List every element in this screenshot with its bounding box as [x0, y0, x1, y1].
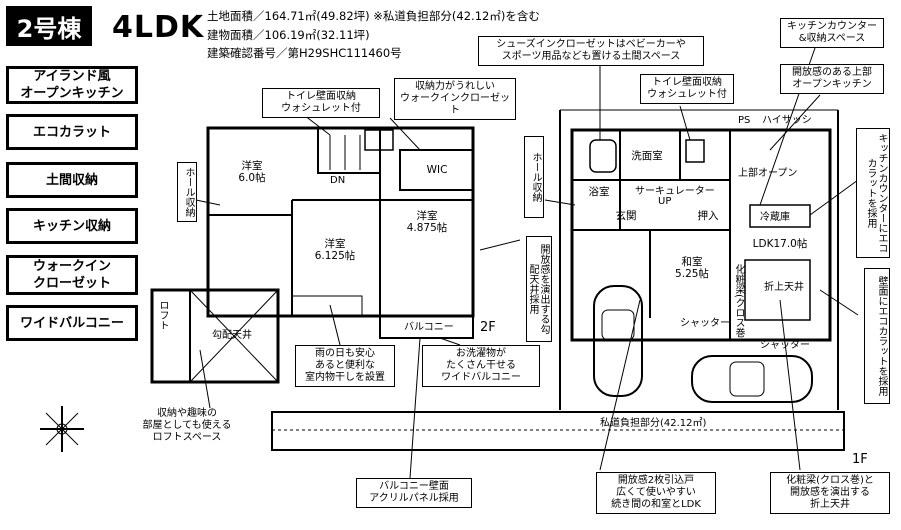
callout-ecocarat-wall: 壁面にエコカラットを採用	[864, 268, 890, 404]
callout-ecocarat-counter: キッチンカウンターにエコカラットを採用	[856, 128, 890, 258]
callout-shoes-closet: シューズインクローゼットはベビーカーや スポーツ用品なども置ける土間スペース	[478, 36, 704, 66]
room-bath: 浴室	[588, 186, 610, 198]
orijo-label: 折上天井	[764, 282, 804, 293]
callout-kitchen-counter: キッチンカウンター &収納スペース	[780, 18, 884, 48]
callout-sloped-ceiling: 開放感を演出する勾配天井採用	[526, 236, 552, 342]
feature-walk-in-closet: ウォークイン クローゼット	[6, 255, 138, 295]
room-japanese: 和室 5.25帖	[675, 256, 709, 280]
floor-1f-label: 1F	[852, 452, 868, 467]
callout-japanese-room: 開放感2枚引込戸 広くて使いやすい 続き間の和室とLDK	[596, 472, 716, 514]
callout-toilet-1f: トイレ壁面収納 ウォシュレット付	[640, 74, 734, 104]
callout-balcony-panel: バルコニー壁面 アクリルパネル採用	[356, 478, 472, 508]
layout-type: 4LDK	[112, 10, 205, 45]
permit-number-text: 建築確認番号／第H29SHC111460号	[207, 46, 402, 60]
room-western-4875: 洋室 4.875帖	[406, 210, 448, 234]
room-ldk: LDK17.0帖	[752, 238, 808, 250]
upper-open-label: 上部オープン	[738, 168, 798, 179]
callout-wide-balcony: お洗濯物が たくさん干せる ワイドバルコニー	[422, 345, 540, 387]
high-sash-label: ハイサッシ	[762, 115, 812, 126]
shutter-label-1: シャッター	[680, 318, 730, 329]
building-number-badge: 2号棟	[6, 6, 92, 46]
fridge-label: 冷蔵庫	[760, 212, 790, 223]
feature-earthen-storage: 土間収納	[6, 162, 138, 198]
loft-label: ロフト	[157, 300, 168, 330]
circulator-label: サーキュレーター	[635, 186, 715, 197]
callout-indoor-drying: 雨の日も安心 あると便利な 室内物干しを設置	[295, 345, 395, 387]
callout-hall-storage-2f: ホール収納	[177, 162, 197, 222]
room-washroom: 洗面室	[631, 150, 663, 162]
wic-label: WIC	[426, 164, 448, 176]
private-road-label: 私道負担部分(42.12㎡)	[600, 418, 707, 429]
ps-label: PS	[738, 115, 751, 126]
callout-open-kitchen: 開放感のある上部 オープンキッチン	[780, 64, 884, 94]
callout-hall-storage-1f: ホール収納	[524, 136, 544, 218]
feature-open-kitchen: アイランド風 オープンキッチン	[6, 66, 138, 104]
stair-dn-label: DN	[330, 175, 346, 186]
room-entrance: 玄関	[615, 210, 637, 222]
beam-label: 化粧梁(クロス巻)	[733, 264, 744, 342]
floor-area-text: 建物面積／106.19㎡(32.11坪)	[207, 28, 370, 42]
callout-walk-in-closet: 収納力がうれしい ウォークインクローゼット	[394, 78, 516, 120]
callout-toilet-2f: トイレ壁面収納 ウォシュレット付	[262, 88, 380, 118]
callout-loft-space: 収納や趣味の 部屋としても使える ロフトスペース	[142, 408, 232, 443]
feature-wide-balcony: ワイドバルコニー	[6, 305, 138, 341]
feature-ecocarat: エコカラット	[6, 114, 138, 150]
land-area-text: 土地面積／164.71㎡(49.82坪) ※私道負担部分(42.12㎡)を含む	[207, 9, 540, 23]
balcony-2f-label: バルコニー	[404, 322, 454, 333]
stair-up-label: UP	[658, 196, 672, 207]
floor-2f-label: 2F	[480, 320, 496, 335]
room-western-6: 洋室 6.0帖	[238, 160, 266, 184]
room-western-6125: 洋室 6.125帖	[314, 238, 356, 262]
feature-kitchen-storage: キッチン収納	[6, 208, 138, 244]
callout-beam-ceiling: 化粧梁(クロス巻)と 開放感を演出する 折上天井	[770, 472, 890, 514]
shutter-label-2: シャッター	[760, 340, 810, 351]
loft-ceiling-label: 勾配天井	[212, 330, 252, 341]
room-storage: 押入	[697, 210, 719, 222]
